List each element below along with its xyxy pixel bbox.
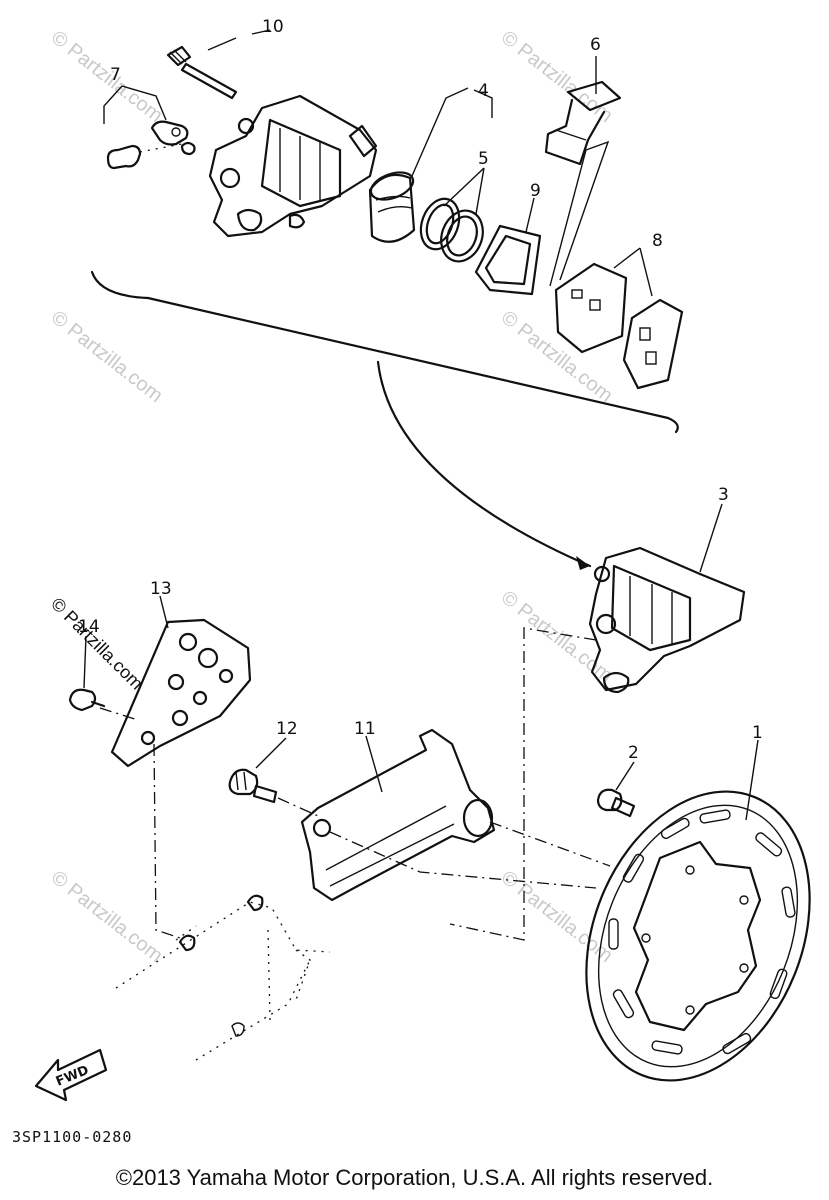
part-10-pin [166,45,238,100]
label-3: 3 [718,485,729,505]
diagram-code: 3SP1100-0280 [12,1128,133,1146]
watermark: © Partzilla.com [47,27,167,127]
label-11: 11 [354,719,376,739]
part-1-brake-disc [585,739,811,1082]
part-13-guard [68,595,252,939]
part-3-caliper [588,503,746,694]
label-9: 9 [530,181,541,201]
watermark: © Partzilla.com [497,867,617,967]
label-14: 14 [78,617,100,637]
watermark: © Partzilla.com [47,307,167,407]
label-6: 6 [590,35,601,55]
watermarks: © Partzilla.com © Partzilla.com © Partzi… [47,27,617,967]
label-13: 13 [150,579,172,599]
label-12: 12 [276,719,298,739]
label-10: 10 [262,17,284,37]
watermark: © Partzilla.com [47,867,167,967]
fwd-arrow: FWD [34,1048,108,1102]
part-8-pads [554,262,684,390]
part-7-bleeder [106,120,196,170]
watermark: © Partzilla.com [497,587,617,687]
caliper-body-upper [208,94,378,238]
swingarm-outline [115,894,331,1061]
part-9-gasket [474,224,542,296]
caliper-exploded-group [90,29,684,570]
part-6-spring-plate [544,80,622,166]
part-11-bracket [300,728,597,902]
label-4: 4 [478,81,489,101]
label-2: 2 [628,743,639,763]
label-1: 1 [752,723,763,743]
part-12-bolt [228,737,319,817]
part-5-seals [419,197,484,263]
label-5: 5 [478,149,489,169]
callout-labels: 10 7 4 6 5 9 8 3 13 14 12 11 2 1 [78,17,763,763]
label-8: 8 [652,231,663,251]
label-7: 7 [110,65,121,85]
copyright-notice: ©2013 Yamaha Motor Corporation, U.S.A. A… [115,1165,714,1190]
part-2-bolt [489,761,636,867]
watermark: © Partzilla.com [47,594,147,694]
part-4-piston [368,171,416,243]
